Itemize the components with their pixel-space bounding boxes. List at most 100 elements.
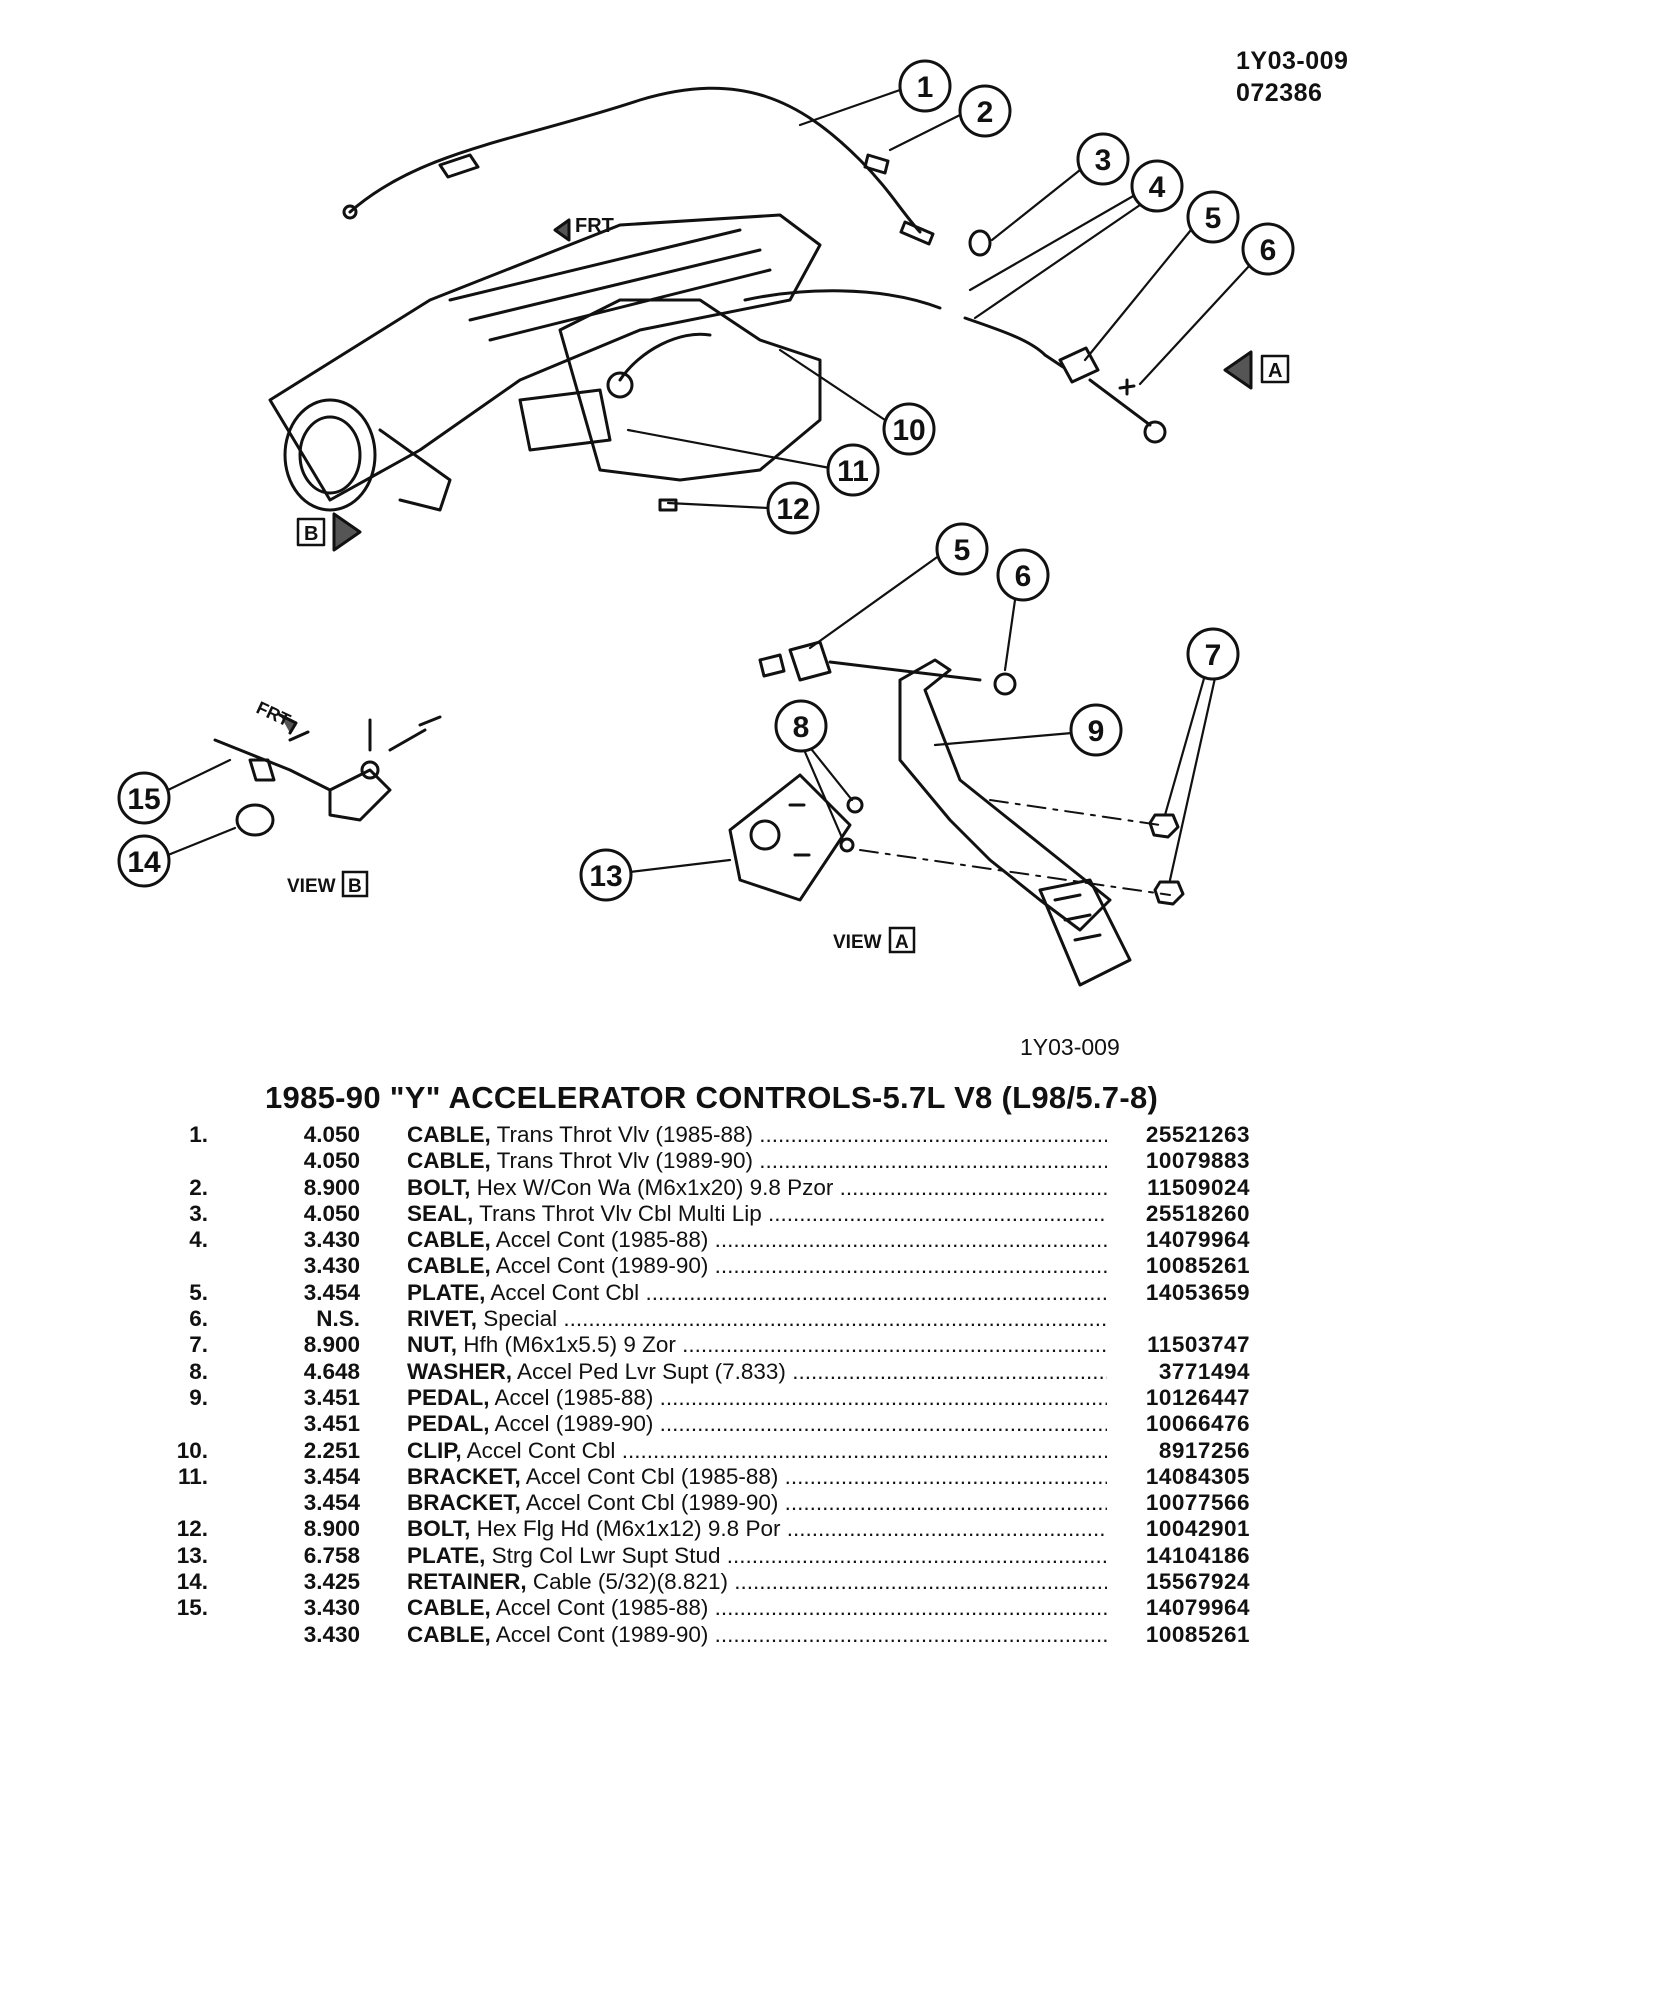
item-number: 8. — [189, 1358, 208, 1384]
part-detail: Accel Cont (1989-90) — [495, 1253, 709, 1279]
group-number: 4.648 — [303, 1358, 360, 1384]
part-description: CABLE, Accel Cont (1989-90) ............… — [407, 1253, 1107, 1279]
group-number: 8.900 — [303, 1174, 360, 1200]
part-description: BOLT, Hex W/Con Wa (M6x1x20) 9.8 Pzor ..… — [407, 1174, 1107, 1200]
part-name: CABLE, — [407, 1253, 491, 1279]
part-name: BOLT, — [407, 1516, 471, 1542]
part-number: 25521263 — [1145, 1122, 1250, 1147]
parts-row: 3.430 CABLE, Accel Cont (1989-90) .......… — [0, 1253, 1680, 1279]
view-a-label: VIEW — [833, 932, 882, 953]
svg-text:4: 4 — [1149, 171, 1166, 204]
parts-row: 4. 3.430 CABLE, Accel Cont (1985-88) .....… — [0, 1227, 1680, 1253]
callout-10: 10 — [882, 402, 936, 456]
part-description: RETAINER, Cable (5/32)(8.821) ..........… — [407, 1569, 1107, 1595]
part-name: CABLE, — [407, 1148, 491, 1174]
part-description: PLATE, Strg Col Lwr Supt Stud ..........… — [407, 1542, 1107, 1568]
diagram-code: 1Y03-009 — [1236, 47, 1349, 75]
part-detail: Strg Col Lwr Supt Stud — [491, 1542, 721, 1568]
group-number: 3.430 — [303, 1253, 360, 1279]
part-detail: Special — [483, 1306, 558, 1332]
parts-row: 6.N.S.RIVET, Special ...................… — [0, 1306, 1680, 1332]
part-description: CABLE, Accel Cont (1989-90) ............… — [407, 1621, 1107, 1647]
part-description: WASHER, Accel Ped Lvr Supt (7.833) .....… — [407, 1358, 1107, 1384]
svg-text:10: 10 — [892, 414, 925, 447]
group-number: 3.454 — [303, 1463, 360, 1489]
callout-2: 2 — [958, 84, 1012, 138]
part-number: 10085261 — [1145, 1253, 1250, 1279]
callout-7: 7 — [1186, 627, 1240, 681]
part-number: 14079964 — [1145, 1227, 1250, 1253]
part-description: PEDAL, Accel (1985-88) .................… — [407, 1384, 1107, 1410]
group-number: 4.050 — [303, 1148, 360, 1174]
callout-14: 14 — [117, 834, 171, 888]
part-description: CABLE, Accel Cont (1985-88) ............… — [407, 1227, 1107, 1253]
svg-text:8: 8 — [793, 711, 810, 744]
callout-5: 5 — [1186, 190, 1240, 244]
svg-text:15: 15 — [127, 783, 160, 816]
callout-9: 9 — [1069, 703, 1123, 757]
part-description: BOLT, Hex Flg Hd (M6x1x12) 9.8 Por .....… — [407, 1516, 1107, 1542]
item-number: 14. — [176, 1569, 208, 1595]
trans-throttle-cable — [348, 86, 922, 234]
callout-15: 15 — [117, 771, 171, 825]
part-number: 10079883 — [1145, 1148, 1250, 1174]
group-number: 3.454 — [303, 1490, 360, 1516]
part-detail: Accel Cont Cbl (1985-88) — [525, 1463, 779, 1489]
svg-text:3: 3 — [1095, 144, 1112, 177]
part-detail: Accel Cont (1985-88) — [495, 1595, 709, 1621]
view-b-label: VIEW — [287, 876, 336, 897]
part-description: PEDAL, Accel (1989-90) .................… — [407, 1411, 1107, 1437]
group-number: 6.758 — [303, 1542, 360, 1568]
svg-text:13: 13 — [589, 860, 622, 893]
group-number: 4.050 — [303, 1122, 360, 1147]
part-description: NUT, Hfh (M6x1x5.5) 9 Zor ..............… — [407, 1332, 1107, 1358]
item-number: 15. — [176, 1595, 208, 1621]
part-name: SEAL, — [407, 1200, 474, 1226]
part-name: BRACKET, — [407, 1490, 521, 1516]
callout-3: 3 — [1076, 132, 1130, 186]
item-number: 1. — [189, 1122, 208, 1147]
svg-text:6: 6 — [1015, 560, 1032, 593]
part-name: CABLE, — [407, 1227, 491, 1253]
part-name: WASHER, — [407, 1358, 513, 1384]
part-detail: Accel Ped Lvr Supt (7.833) — [517, 1358, 786, 1384]
part-number: 10042901 — [1145, 1516, 1250, 1542]
part-name: BRACKET, — [407, 1463, 521, 1489]
part-detail: Accel (1985-88) — [494, 1384, 654, 1410]
part-name: PLATE, — [407, 1279, 486, 1305]
item-number: 4. — [189, 1227, 208, 1253]
callout-5-view-a: 5 — [935, 522, 989, 576]
callout-4: 4 — [1130, 159, 1184, 213]
frt-label: FRT — [575, 215, 614, 237]
part-detail: Cable (5/32)(8.821) — [532, 1569, 728, 1595]
part-name: CABLE, — [407, 1621, 491, 1647]
part-detail: Hex W/Con Wa (M6x1x20) 9.8 Pzor — [476, 1174, 834, 1200]
part-name: PLATE, — [407, 1542, 486, 1568]
part-number: 10066476 — [1145, 1411, 1250, 1437]
part-name: CLIP, — [407, 1437, 462, 1463]
part-detail: Accel Cont Cbl (1989-90) — [525, 1490, 779, 1516]
arrow-a-letter: A — [1268, 360, 1282, 382]
part-description: SEAL, Trans Throt Vlv Cbl Multi Lip ....… — [407, 1200, 1107, 1226]
part-name: CABLE, — [407, 1122, 491, 1147]
view-b-letter: B — [348, 876, 362, 897]
group-number: 3.430 — [303, 1227, 360, 1253]
steering-column-plate — [728, 773, 852, 902]
part-detail: Accel Cont Cbl — [490, 1279, 640, 1305]
group-number: 2.251 — [303, 1437, 360, 1463]
part-number: 10077566 — [1145, 1490, 1250, 1516]
part-number: 10085261 — [1145, 1621, 1250, 1647]
part-name: RETAINER, — [407, 1569, 527, 1595]
date-code: 072386 — [1236, 79, 1323, 107]
part-name: CABLE, — [407, 1595, 491, 1621]
